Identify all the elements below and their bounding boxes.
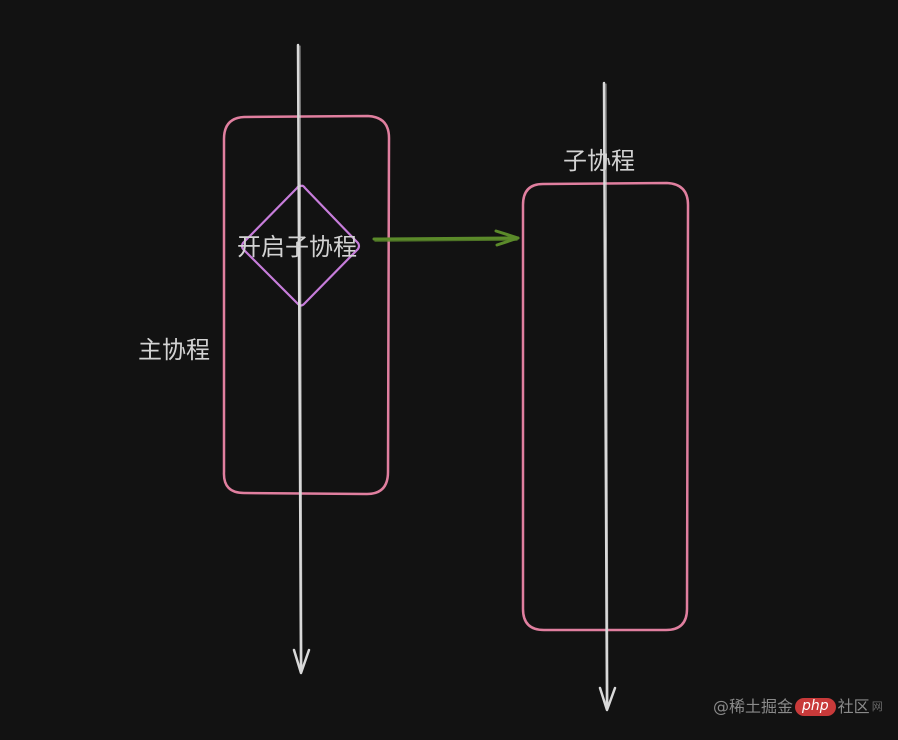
main-coroutine-box xyxy=(222,114,391,496)
watermark-prefix: @稀土掘金 xyxy=(713,697,794,716)
watermark: @稀土掘金 php 社区 网 xyxy=(713,697,883,717)
watermark-tail: 网 xyxy=(871,700,883,713)
start-subcoroutine-label: 开启子协程 xyxy=(237,233,357,261)
spawn-arrow xyxy=(372,229,520,247)
main-coroutine-label: 主协程 xyxy=(138,336,210,364)
subcoroutine-timeline-arrow xyxy=(598,81,617,712)
php-badge-logo: php xyxy=(795,698,836,716)
main-timeline-arrow xyxy=(292,43,311,675)
subcoroutine-label: 子协程 xyxy=(563,147,635,175)
subcoroutine-box xyxy=(521,181,690,632)
watermark-suffix: 社区 xyxy=(837,697,870,716)
